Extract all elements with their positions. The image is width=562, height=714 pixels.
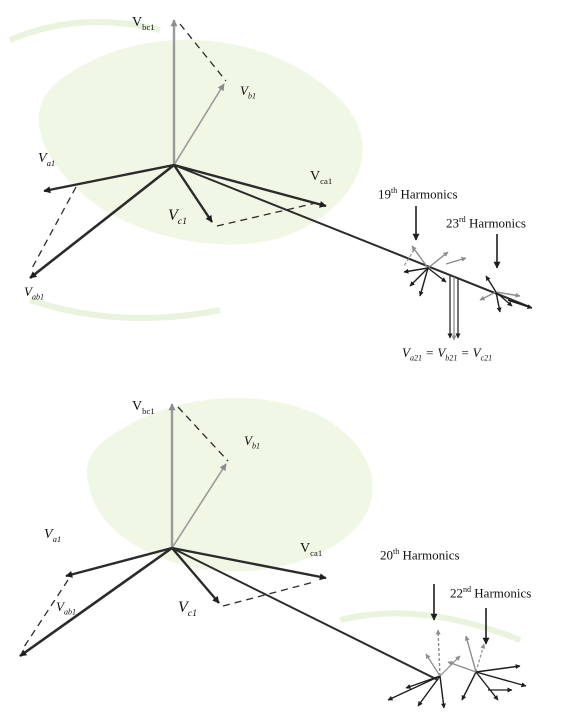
harmonic-vector [495,291,513,307]
top-vab1-dashed-line [30,186,77,271]
harmonic-vector [417,675,441,707]
top-label-vbc1: Vbc1 [132,15,155,32]
top-label-vab1: Vab1 [24,284,45,302]
top-label-v21-equation: Va21 = Vb21 = Vc21 [402,345,493,363]
top-vb1-dashed-line [179,23,227,82]
harmonic-vector [403,249,415,267]
bottom-label-20th-harmonics: 20th Harmonics [380,547,460,563]
top-vab1-vector [29,163,175,280]
harmonic-vector [439,655,461,677]
bottom-label-vca1: Vca1 [300,541,323,558]
bottom-22nd-harmonic-cluster [447,635,527,701]
harmonic-vector [427,267,447,283]
top-label-vc1: Vc1 [168,207,188,228]
bottom-vb1-vector [171,463,227,549]
bottom-label-vb1: Vb1 [244,433,260,451]
harmonic-vector [485,275,497,293]
harmonic-vector [475,643,486,673]
bottom-label-vab1: Vab1 [56,599,77,617]
harmonic-vector [495,291,521,298]
bottom-label-22nd-harmonics: 22nd Harmonics [450,585,532,601]
bottom-vca1-vector [171,546,327,581]
top-v21-triple-vector [447,275,461,341]
top-label-23rd-harmonics: 23rd Harmonics [446,215,526,231]
harmonic-vector [425,653,441,677]
bottom-vb1-dashed-line [177,406,229,462]
harmonic-vector [427,251,449,269]
harmonic-vector [418,267,429,297]
harmonic-vector [475,664,521,673]
bottom-va1-vector [65,546,173,578]
bottom-label-va1: Va1 [44,527,62,544]
harmonic-vector [461,671,477,701]
harmonic-vector [445,256,467,265]
top-label-vb1: Vb1 [240,83,256,101]
bottom-label-vc1: Vc1 [178,599,198,620]
harmonic-vector [387,675,441,701]
harmonic-vector [464,635,477,673]
top-19th-harmonic-cluster [403,245,467,297]
top-va1-vector [43,163,175,194]
top-vc1-vector [173,164,213,223]
harmonic-vector [439,675,446,709]
top-phasor-diagram [29,19,533,341]
bottom-20th-harmonic-cluster [387,629,461,709]
harmonic-vector [495,291,502,313]
top-label-19th-harmonics: 19th Harmonics [378,186,458,202]
top-vb1-vector [173,83,225,166]
bottom-phasor-diagram [19,403,527,709]
bottom-vc1-dashed-line [222,581,315,607]
harmonic-vector [403,267,429,274]
bottom-vc1-vector [171,547,220,604]
top-label-va1: Va1 [38,151,56,168]
harmonic-vector [447,661,477,673]
harmonic-vector [507,299,533,309]
top-vc1-dashed-line [216,202,317,227]
harmonic-vector [475,671,499,701]
bottom-label-vbc1: Vbc1 [132,399,155,416]
bottom-harmonic-axis-line [171,547,439,681]
harmonic-vector [475,671,527,688]
harmonic-vector [435,629,441,677]
harmonic-vector [409,267,429,287]
bottom-vab1-dashed-line [21,579,69,651]
top-harmonic-axis-line [173,164,531,308]
bottom-vab1-vector [19,546,173,658]
harmonic-vector [479,291,497,301]
top-label-vca1: Vca1 [310,169,333,186]
harmonic-vector [411,245,429,269]
top-23rd-harmonic-cluster [479,275,533,313]
top-vca1-vector [173,163,327,208]
